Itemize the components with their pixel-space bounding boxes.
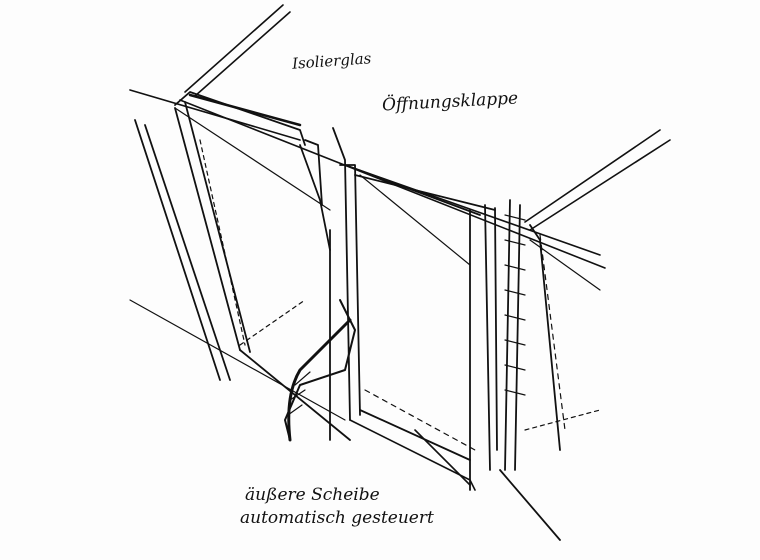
label-aeussere-scheibe: äußere Scheibe	[245, 485, 380, 505]
leader-arrow	[349, 419, 476, 491]
right-glass-panel	[499, 199, 601, 541]
label-automatisch-gesteuert: automatisch gesteuert	[240, 508, 434, 528]
left-glass-panel	[129, 91, 351, 441]
opening-flap	[284, 299, 356, 442]
ceiling-lines	[129, 4, 671, 269]
middle-glass-panel	[329, 127, 498, 491]
